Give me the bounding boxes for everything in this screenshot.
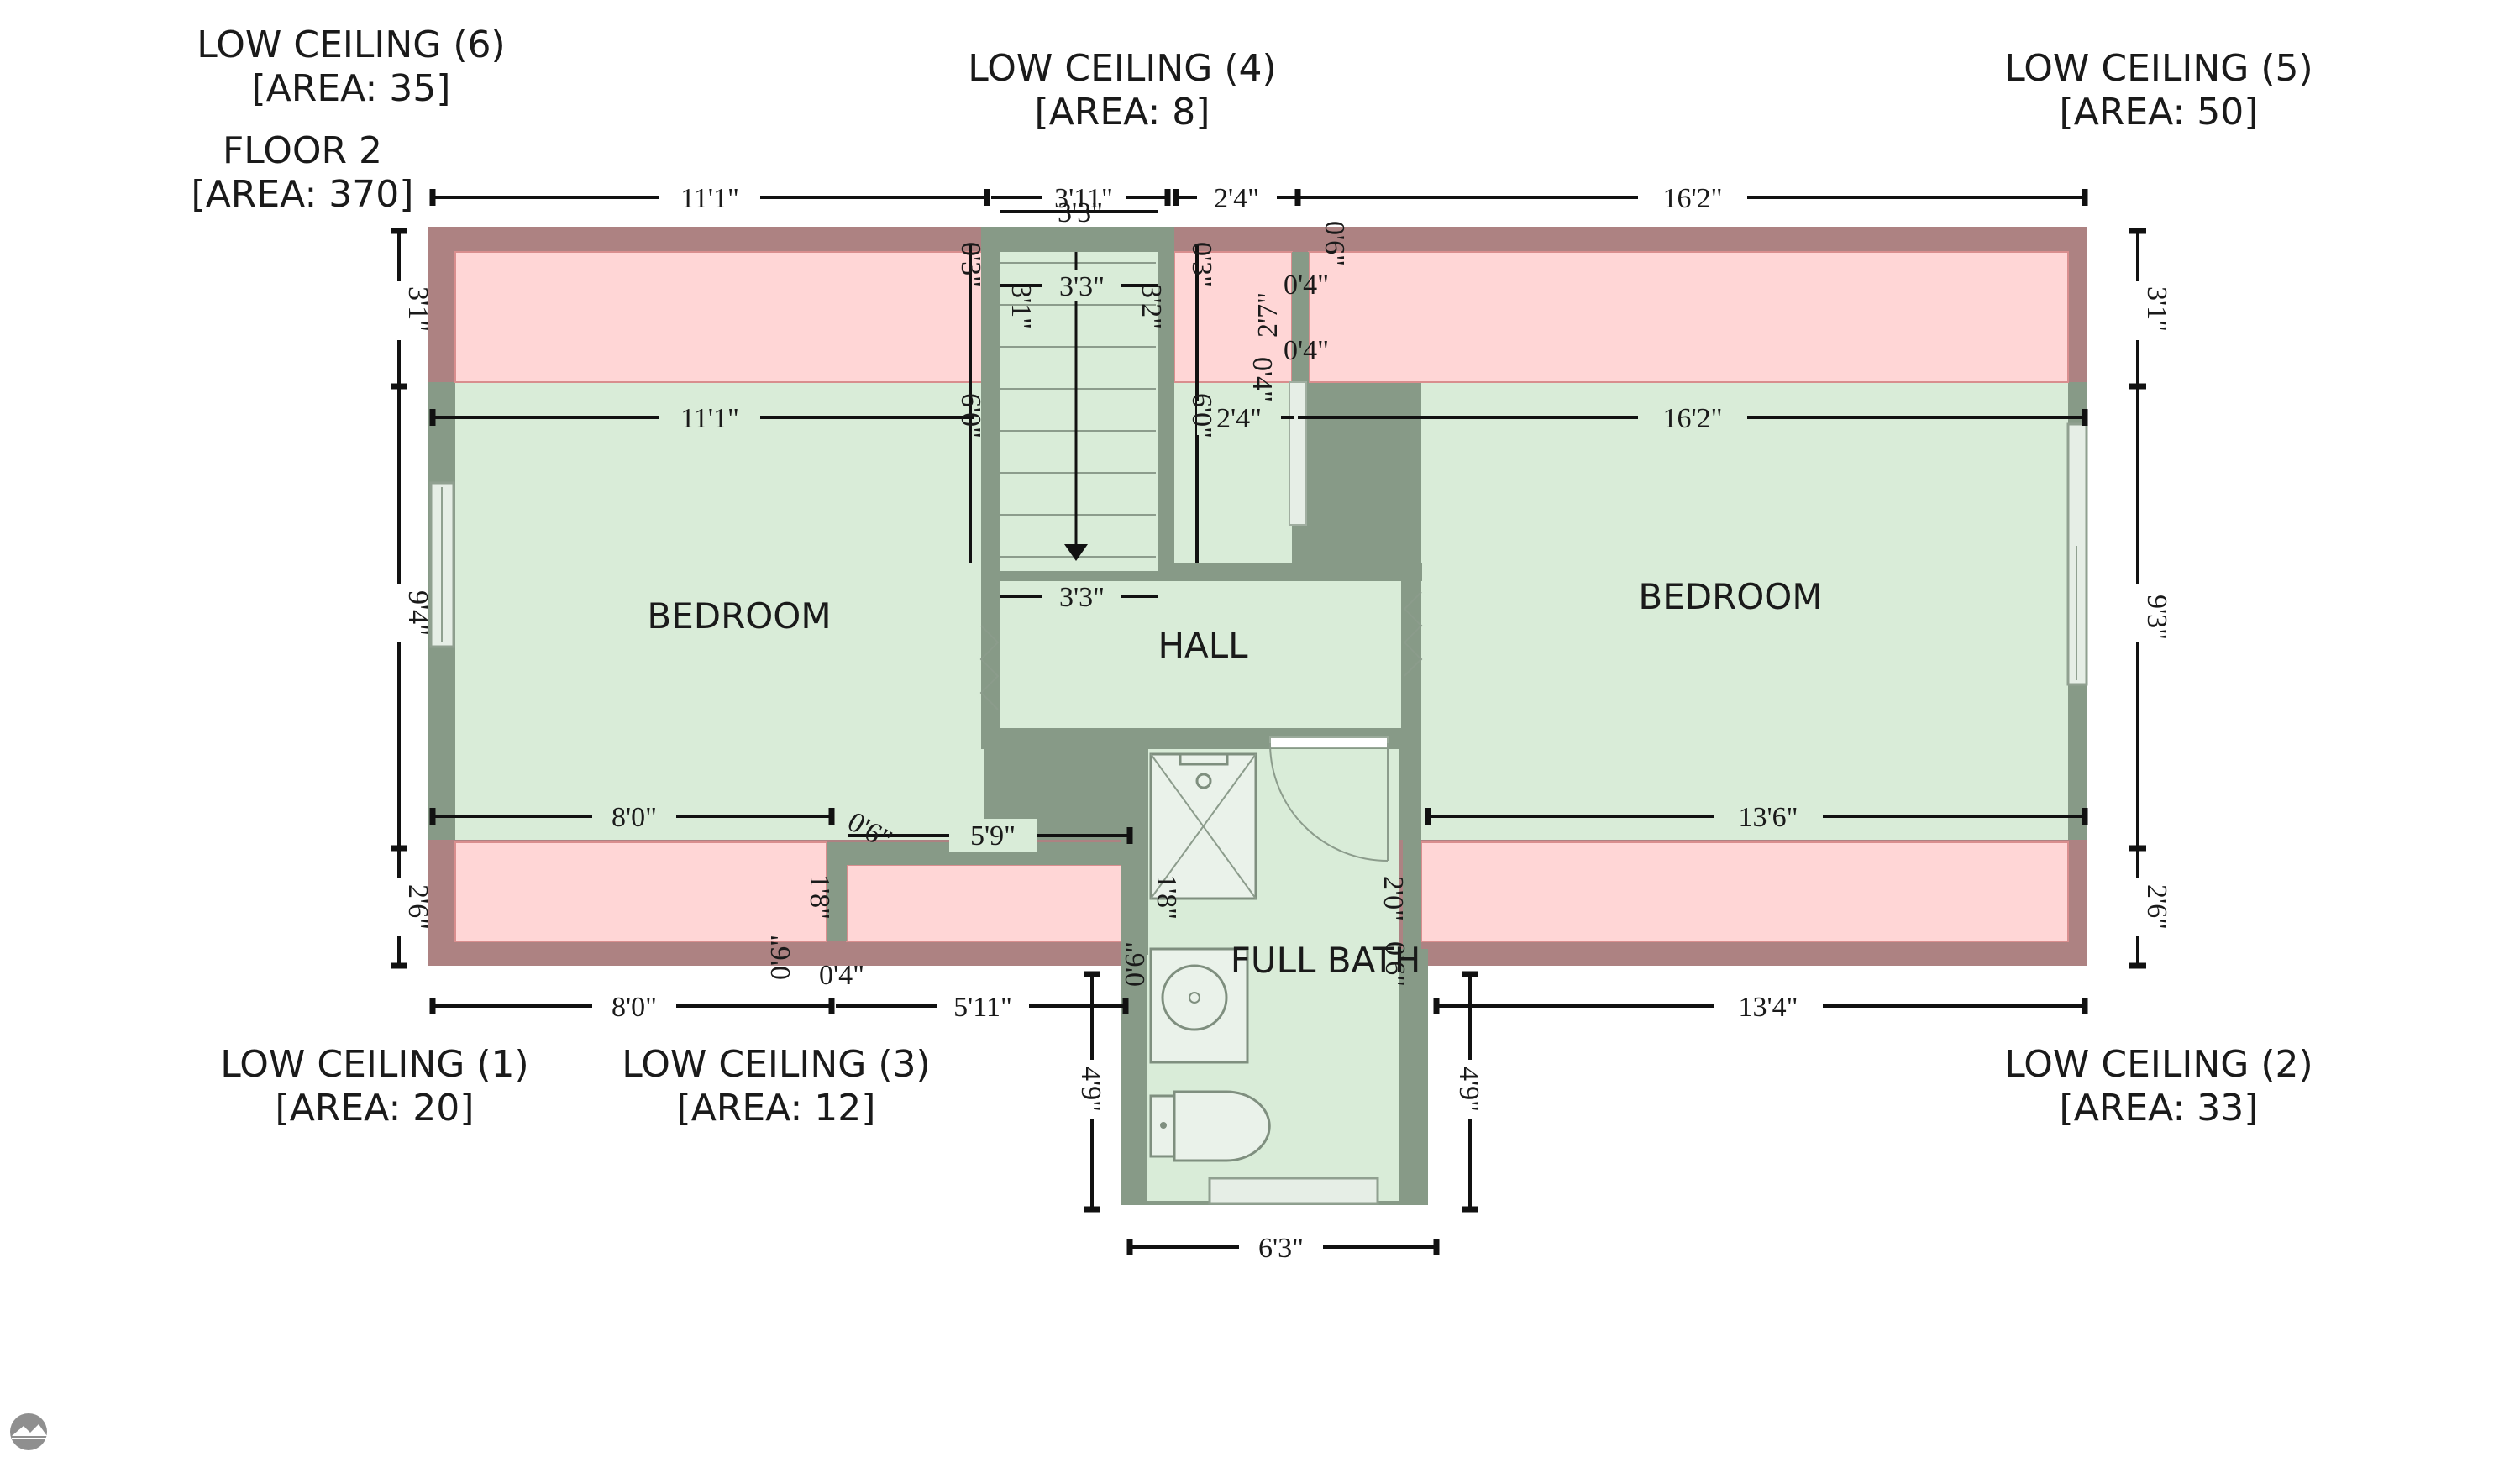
dim-low-8-0: 8'0" [612,802,657,833]
dim-left-3-1: 3'1" [402,286,433,332]
dim-low-0-6-d: 0'6" [1379,941,1410,987]
dim-low-2-0: 2'0" [1378,876,1409,921]
low-ceiling-4-title: LOW CEILING (4) [968,47,1276,90]
dim-stair-3-3-inner: 3'3" [1059,271,1105,302]
bifold-door-left-icon [979,625,1000,710]
low-ceiling-zone-3 [846,864,1126,942]
dim-v-0-3-a: 0'3" [955,242,986,287]
dim-v-2-7: 2'7" [1252,292,1284,338]
low-ceiling-zone-5 [1308,251,2069,383]
dim-low-0-4: 0'4" [819,960,864,991]
low-ceiling-zone-1 [454,841,827,942]
low-ceiling-5-area: [AREA: 50] [2060,91,2259,134]
dim-right-2-6: 2'6" [2141,884,2172,930]
dim-stair-3-3-bottom: 3'3" [1059,582,1105,613]
area-labels: LOW CEILING (6) [AREA: 35] FLOOR 2 [AREA… [192,24,2313,1129]
dim-mid-2-4: 2'4" [1216,403,1262,434]
floor-title: FLOOR 2 [223,129,382,172]
dim-mid-11-1: 11'1" [680,403,739,434]
dim-stair-3-2: 3'2" [1136,284,1167,329]
low-ceiling-2-area: [AREA: 33] [2060,1087,2259,1129]
low-ceiling-4-area: [AREA: 8] [1035,91,1210,134]
dim-top-3-11: 3'11" [1054,183,1113,214]
dim-bath-6-3: 6'3" [1258,1233,1304,1264]
low-ceiling-zone-2 [1420,841,2069,942]
floor-area: [AREA: 370] [192,173,414,216]
room-label-full-bath: FULL BATH [1231,940,1421,981]
dim-top-11-1: 11'1" [680,183,739,214]
low-ceiling-zone-6 [454,251,985,383]
stair-direction-arrow-icon [1064,544,1088,561]
dim-v-0-3-b: 0'3" [1186,242,1217,287]
low-ceiling-3-area: [AREA: 12] [677,1087,876,1129]
bath-fixtures [1149,752,1271,1162]
dim-right-3-1: 3'1" [2141,286,2172,332]
low-ceiling-1-area: [AREA: 20] [276,1087,475,1129]
dimension-labels: 11'1" 3'11" 2'4" 16'2" 3'3" 3'3" 3'3" 11… [382,178,2172,1265]
dim-v-0-4-c: 0'4" [1247,357,1278,402]
dim-v-6-0-a: 6'0" [955,393,986,438]
dim-bot-8-0: 8'0" [612,992,657,1023]
dim-left-2-6: 2'6" [402,884,433,930]
dim-low-0-6-b: 0'6" [765,935,796,980]
dim-mid-16-2: 16'2" [1662,403,1722,434]
dim-low-13-6: 13'6" [1738,802,1798,833]
dim-right-9-3: 9'3" [2141,595,2172,640]
bifold-door-right-icon [1403,591,1423,677]
low-ceiling-5-title: LOW CEILING (5) [2004,47,2313,90]
dim-top-2-4: 2'4" [1214,183,1259,214]
low-ceiling-6-area: [AREA: 35] [252,67,451,110]
dim-low-5-9: 5'9" [970,820,1016,852]
dim-bot-13-4: 13'4" [1738,992,1798,1023]
room-label-bedroom-left: BEDROOM [647,595,831,637]
toilet-icon [1149,1090,1271,1162]
bedroom-left-floor [455,382,984,840]
door-swing-icon [1269,742,1389,862]
dim-stair-3-1: 3'1" [1005,284,1037,329]
dim-top-16-2: 16'2" [1662,183,1722,214]
room-label-hall: HALL [1158,625,1248,666]
low-ceiling-zone-4 [1173,251,1293,383]
dim-v-0-4-a: 0'4" [1284,270,1329,301]
low-ceiling-6-title: LOW CEILING (6) [197,24,505,66]
dim-bath-4-9-left: 4'9" [1075,1067,1106,1112]
dim-v-0-4-b: 0'4" [1284,335,1329,366]
dim-low-1-8-b: 1'8" [1151,874,1182,920]
sink-icon [1161,964,1228,1031]
low-ceiling-3-title: LOW CEILING (3) [622,1043,930,1086]
dim-low-1-8-a: 1'8" [804,874,835,920]
low-ceiling-1-title: LOW CEILING (1) [220,1043,528,1086]
low-ceiling-2-title: LOW CEILING (2) [2004,1043,2313,1086]
dim-bot-5-11: 5'11" [953,992,1012,1023]
dim-bath-4-9-right: 4'9" [1453,1067,1484,1112]
window-bath-icon [1208,1177,1379,1205]
dim-v-0-6-top: 0'6" [1319,221,1350,266]
staircase [1000,252,1156,561]
bedroom-right-floor [1421,382,2068,840]
dim-stair-3-3-top: 3'3" [1058,197,1103,228]
room-labels: BEDROOM BEDROOM HALL FULL BATH [647,576,1822,981]
dim-low-0-6-c: 0'6" [1120,941,1151,987]
watermark-logo-icon [10,1413,47,1450]
room-label-bedroom-right: BEDROOM [1638,576,1822,617]
floor-structure [428,227,2087,1205]
dim-left-9-4: 9'4" [402,590,433,636]
dim-v-6-0-b: 6'0" [1186,393,1217,438]
